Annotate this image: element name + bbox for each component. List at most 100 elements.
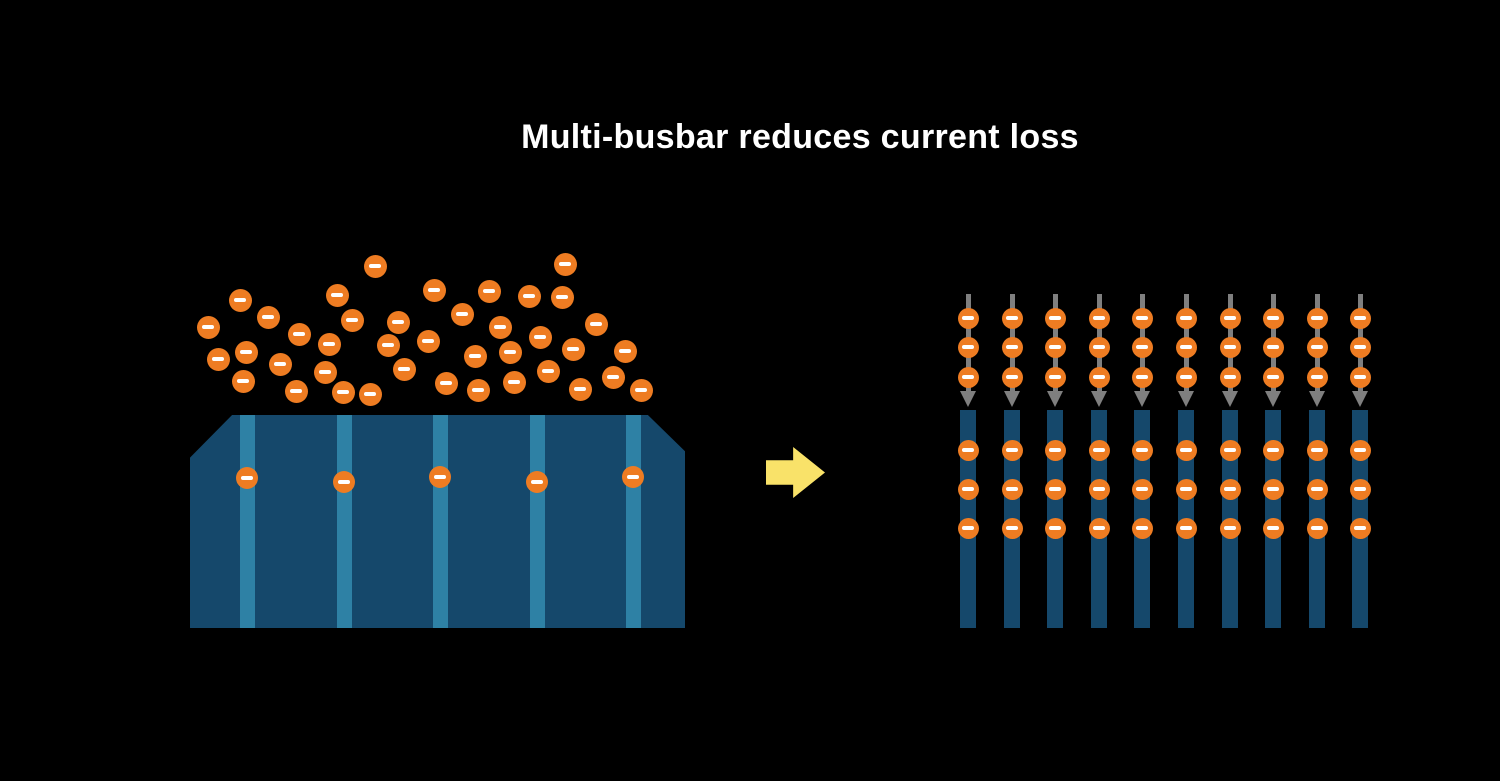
electron-icon (392, 357, 416, 381)
electron-icon (1219, 307, 1241, 329)
electron-icon (284, 379, 308, 403)
electron-icon (1219, 478, 1241, 500)
down-arrow-head-icon (1308, 391, 1325, 410)
electron-icon (629, 378, 653, 402)
electron-icon (1001, 336, 1023, 358)
electron-icon (1175, 478, 1197, 500)
electron-icon (517, 284, 541, 308)
electron-icon (228, 288, 252, 312)
electron-icon (363, 254, 387, 278)
down-arrow-head-icon (1221, 391, 1238, 410)
electron-icon (536, 359, 560, 383)
electron-icon (957, 307, 979, 329)
down-arrow-head-icon (1090, 391, 1107, 410)
electron-icon (477, 279, 501, 303)
electron-icon (1262, 336, 1284, 358)
electron-icon (1001, 478, 1023, 500)
electron-icon (1088, 478, 1110, 500)
electron-icon (1131, 366, 1153, 388)
electron-icon (622, 466, 644, 488)
electron-icon (1306, 366, 1328, 388)
electron-icon (1044, 307, 1066, 329)
electron-icon (1044, 517, 1066, 539)
electron-icon (584, 312, 608, 336)
electron-icon (1219, 336, 1241, 358)
electron-icon (466, 378, 490, 402)
electron-icon (1349, 517, 1371, 539)
diagram-title: Multi-busbar reduces current loss (521, 118, 1079, 156)
electron-icon (1306, 478, 1328, 500)
electron-icon (488, 315, 512, 339)
electron-icon (1219, 366, 1241, 388)
electron-icon (561, 337, 585, 361)
electron-icon (1262, 307, 1284, 329)
electron-icon (325, 283, 349, 307)
electron-icon (429, 466, 451, 488)
busbar-stripe (336, 415, 352, 628)
electron-icon (1088, 307, 1110, 329)
electron-icon (1175, 517, 1197, 539)
electron-icon (434, 371, 458, 395)
down-arrow-head-icon (1133, 391, 1150, 410)
electron-icon (1001, 366, 1023, 388)
electron-icon (386, 310, 410, 334)
electron-icon (1219, 517, 1241, 539)
electron-icon (463, 344, 487, 368)
electron-icon (1131, 307, 1153, 329)
down-arrow-head-icon (1351, 391, 1368, 410)
electron-icon (1175, 439, 1197, 461)
electron-icon (1044, 439, 1066, 461)
electron-icon (957, 439, 979, 461)
electron-icon (1088, 517, 1110, 539)
electron-icon (1044, 336, 1066, 358)
electron-icon (957, 366, 979, 388)
electron-icon (1349, 366, 1371, 388)
electron-icon (231, 369, 255, 393)
electron-icon (1001, 517, 1023, 539)
electron-icon (1349, 478, 1371, 500)
electron-icon (236, 467, 258, 489)
electron-icon (1131, 478, 1153, 500)
electron-icon (1175, 307, 1197, 329)
electron-icon (317, 332, 341, 356)
electron-icon (1262, 439, 1284, 461)
electron-icon (1088, 336, 1110, 358)
electron-icon (1349, 439, 1371, 461)
electron-icon (313, 360, 337, 384)
electron-icon (1001, 307, 1023, 329)
electron-icon (287, 322, 311, 346)
electron-icon (206, 347, 230, 371)
electron-icon (1175, 366, 1197, 388)
electron-icon (1306, 517, 1328, 539)
down-arrow-head-icon (959, 391, 976, 410)
electron-icon (526, 471, 548, 493)
electron-icon (1306, 439, 1328, 461)
electron-icon (196, 315, 220, 339)
electron-icon (358, 382, 382, 406)
electron-icon (234, 340, 258, 364)
electron-icon (268, 352, 292, 376)
electron-icon (1349, 336, 1371, 358)
down-arrow-head-icon (1046, 391, 1063, 410)
electron-icon (1306, 307, 1328, 329)
electron-icon (333, 471, 355, 493)
electron-icon (1175, 336, 1197, 358)
electron-icon (450, 302, 474, 326)
down-arrow-head-icon (1003, 391, 1020, 410)
electron-icon (340, 308, 364, 332)
electron-icon (498, 340, 522, 364)
electron-icon (957, 478, 979, 500)
electron-icon (1262, 517, 1284, 539)
electron-icon (550, 285, 574, 309)
electron-icon (1131, 336, 1153, 358)
electron-icon (528, 325, 552, 349)
electron-icon (553, 252, 577, 276)
electron-icon (502, 370, 526, 394)
electron-icon (1044, 366, 1066, 388)
electron-icon (422, 278, 446, 302)
electron-icon (1044, 478, 1066, 500)
electron-icon (1262, 478, 1284, 500)
electron-icon (1088, 439, 1110, 461)
electron-icon (568, 377, 592, 401)
